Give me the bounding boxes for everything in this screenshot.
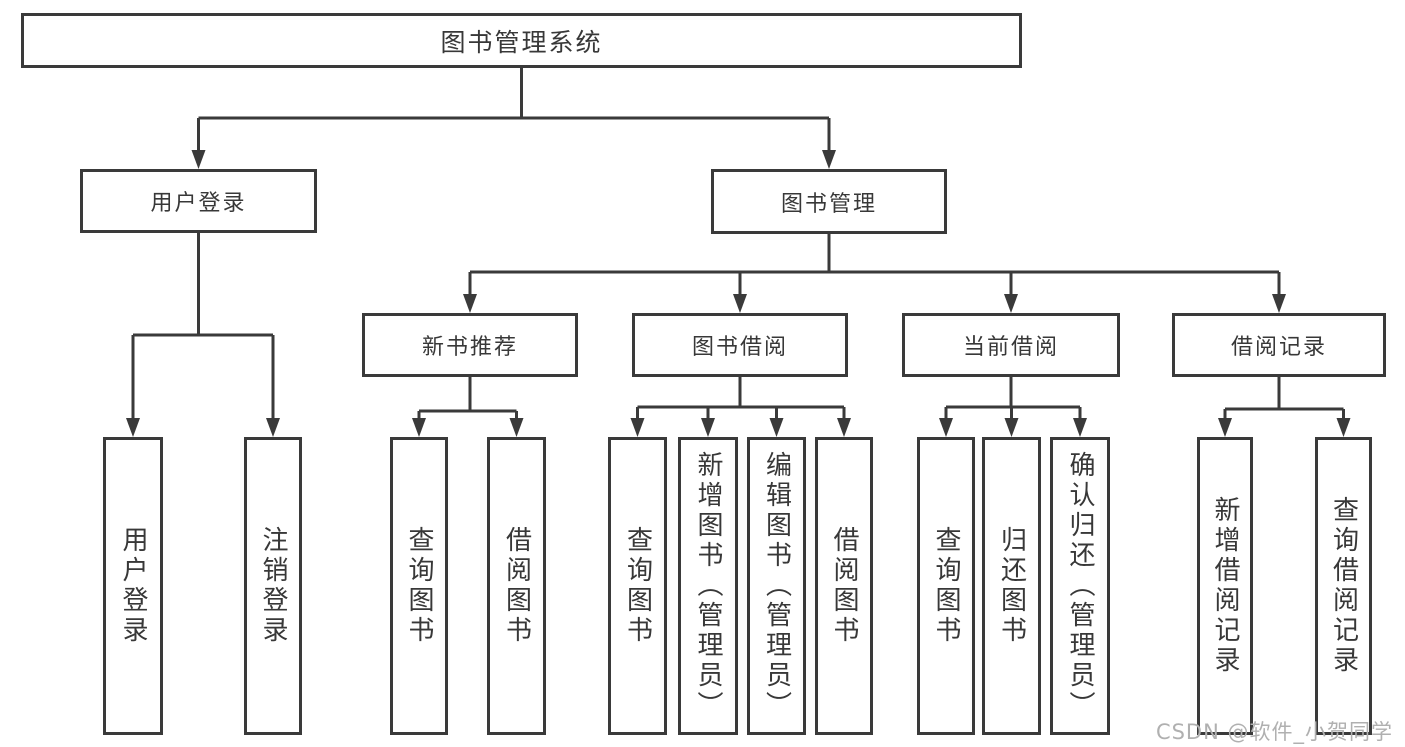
leaf-query-borrow-record: 查询借阅记录: [1315, 437, 1372, 735]
leaf-user-login: 用户登录: [103, 437, 163, 735]
node-root-system: 图书管理系统: [21, 13, 1022, 68]
leaf-add-borrow-record: 新增借阅记录: [1197, 437, 1253, 735]
connector-group-current: [944, 377, 1082, 419]
leaf-logout: 注销登录: [244, 437, 302, 735]
leaf-query-books-current: 查询图书: [917, 437, 975, 735]
leaf-return-books: 归还图书: [982, 437, 1041, 735]
leaf-add-books-admin: 新增图书（管理员）: [678, 437, 738, 735]
leaf-query-books-borrowing: 查询图书: [608, 437, 667, 735]
leaf-label: 查询图书: [404, 526, 434, 646]
leaf-confirm-return-admin: 确认归还（管理员）: [1050, 437, 1110, 735]
connector-user-branch: [131, 233, 275, 419]
leaf-label: 查询图书: [931, 526, 961, 646]
connector-group-records: [1223, 377, 1345, 419]
arrowheads: [126, 150, 1351, 437]
node-new-book-recommend: 新书推荐: [362, 313, 578, 377]
leaf-label: 新增借阅记录: [1210, 496, 1240, 676]
node-borrowing-records: 借阅记录: [1172, 313, 1386, 377]
node-user-login-branch: 用户登录: [80, 169, 317, 233]
leaf-label: 新增图书（管理员）: [693, 451, 723, 721]
leaf-borrow-books-recommend: 借阅图书: [487, 437, 546, 735]
leaf-label: 用户登录: [118, 526, 148, 646]
leaf-label: 归还图书: [996, 526, 1027, 646]
leaf-label: 查询借阅记录: [1328, 496, 1359, 676]
leaf-label: 确认归还（管理员）: [1065, 451, 1095, 721]
connector-group-borrow: [636, 377, 846, 419]
connector-root-to-level2: [197, 68, 831, 151]
connector-book-to-groups: [468, 234, 1281, 296]
leaf-label: 借阅图书: [501, 526, 532, 646]
leaf-label: 借阅图书: [829, 526, 859, 646]
node-current-borrowing: 当前借阅: [902, 313, 1120, 377]
leaf-edit-books-admin: 编辑图书（管理员）: [747, 437, 806, 735]
leaf-borrow-books: 借阅图书: [815, 437, 873, 735]
node-book-borrowing: 图书借阅: [632, 313, 848, 377]
connector-group-recommend: [417, 377, 518, 419]
leaf-label: 注销登录: [258, 526, 288, 646]
leaf-query-books-recommend: 查询图书: [390, 437, 448, 735]
node-book-management-branch: 图书管理: [711, 169, 947, 234]
leaf-label: 编辑图书（管理员）: [761, 451, 792, 721]
csdn-watermark: CSDN @软件_小贺同学: [1155, 720, 1393, 744]
leaf-label: 查询图书: [622, 526, 653, 646]
